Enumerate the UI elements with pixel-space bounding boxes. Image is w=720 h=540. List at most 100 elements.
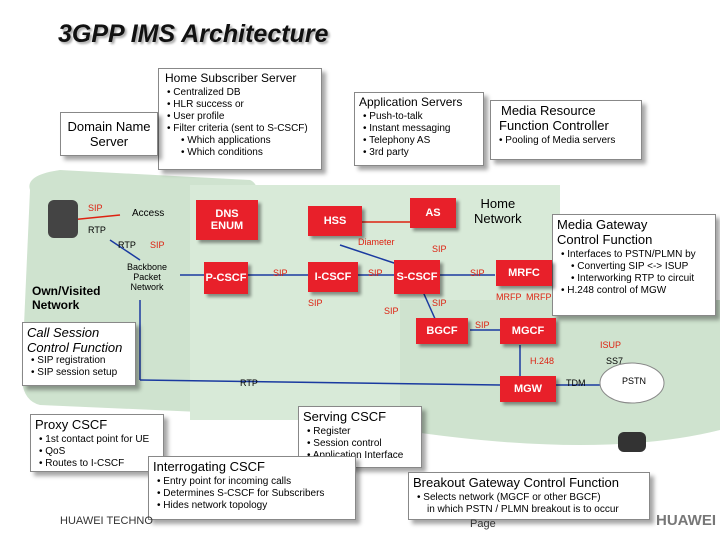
breakout-heading: Breakout Gateway Control Function (413, 475, 619, 490)
dns-enum-line-1: DNS (215, 208, 239, 220)
pstn-area (400, 300, 720, 445)
sip-label: SIP (308, 298, 323, 308)
mgcf-heading-1: Media Gateway (557, 217, 648, 232)
home-network-label: Home Network (474, 196, 522, 226)
pcscf-node: P-CSCF (204, 262, 248, 294)
mrfp-label: MRFP (496, 292, 522, 302)
serving-item: • Session control (307, 438, 382, 449)
breakout-item: • Selects network (MGCF or other BGCF) (417, 492, 601, 503)
serving-heading: Serving CSCF (303, 409, 387, 424)
proxy-item: • Routes to I-CSCF (39, 458, 125, 469)
huawei-logo: HUAWEI (656, 512, 716, 529)
dns-callout-line1: Domain Name (67, 119, 151, 134)
sip-label: SIP (273, 268, 288, 278)
telephone-icon (618, 432, 646, 452)
h248-label: H.248 (530, 356, 555, 366)
call-session-item: • SIP session setup (31, 367, 118, 378)
sip-label: SIP (475, 320, 490, 330)
rtp-label: RTP (118, 240, 136, 250)
access-label: Access (132, 208, 165, 219)
app-servers-heading: Application Servers (359, 95, 463, 109)
proxy-heading: Proxy CSCF (35, 417, 108, 432)
proxy-cscf-callout: Proxy CSCF • 1st contact point for UE • … (30, 414, 164, 472)
breakout-item: in which PSTN / PLMN breakout is to occu… (427, 504, 619, 515)
tdm-label: TDM (566, 378, 586, 388)
own-visited-line-2: Network (32, 298, 80, 312)
isup-label: ISUP (600, 340, 622, 350)
ss7-label: SS7 (606, 356, 624, 366)
serving-cscf-callout: Serving CSCF • Register • Session contro… (298, 406, 422, 468)
home-line-1: Home (480, 196, 516, 211)
own-visited-network: Own/Visited Network (32, 284, 100, 312)
proxy-item: • QoS (39, 446, 66, 457)
mgw-node: MGW (500, 376, 556, 402)
rtp-label: RTP (88, 225, 106, 235)
mgcf-heading-2: Control Function (557, 232, 653, 247)
sip-label: SIP (432, 298, 447, 308)
interrogating-item: • Hides network topology (157, 500, 268, 511)
footer-page: Page (470, 518, 496, 530)
dns-callout: Domain Name Server (60, 112, 158, 156)
sip-label: SIP (384, 306, 399, 316)
mrfc-heading-2: Function Controller (499, 118, 609, 133)
backbone-line-3: Network (130, 282, 164, 292)
app-server-item: • Telephony AS (363, 135, 431, 146)
hss-callout: Home Subscriber Server • Centralized DB … (158, 68, 322, 170)
hss-item: • Filter criteria (sent to S-CSCF) (167, 123, 308, 134)
home-line-2: Network (474, 211, 522, 226)
call-session-heading-1: Call Session (27, 325, 100, 340)
mrfp-label: MRFP (526, 292, 552, 302)
interrogating-item: • Determines S-CSCF for Subscribers (157, 488, 325, 499)
icscf-node: I-CSCF (308, 262, 358, 292)
backbone-line-2: Packet (133, 272, 161, 282)
mrfc-item: • Pooling of Media servers (499, 135, 616, 146)
sip-label: SIP (88, 203, 103, 213)
sip-label: SIP (368, 268, 383, 278)
pstn-label: PSTN (622, 376, 647, 386)
mgcf-node: MGCF (500, 318, 556, 344)
phone-icon (48, 200, 78, 238)
hss-item: • Which applications (181, 135, 271, 146)
dns-enum-node: DNS ENUM (196, 200, 258, 240)
call-session-item: • SIP registration (31, 355, 106, 366)
sip-label: SIP (150, 240, 165, 250)
hss-callout-heading: Home Subscriber Server (165, 71, 297, 85)
proxy-item: • 1st contact point for UE (39, 434, 150, 445)
mgcf-item: • Interfaces to PSTN/PLMN by (561, 249, 696, 260)
app-server-item: • 3rd party (363, 147, 409, 158)
mgcf-item: • Interworking RTP to circuit (571, 273, 695, 284)
mrfc-callout: Media Resource Function Controller • Poo… (490, 100, 642, 160)
hss-node: HSS (308, 206, 362, 236)
serving-item: • Application Interface (307, 450, 404, 461)
backbone-line-1: Backbone (126, 262, 168, 272)
bgcf-node: BGCF (416, 318, 468, 344)
footer-company: HUAWEI TECHNO (60, 515, 153, 527)
bgcf-callout: Breakout Gateway Control Function • Sele… (408, 472, 650, 520)
call-session-heading-2: Control Function (27, 340, 123, 355)
dns-callout-line2: Server (89, 134, 129, 149)
sip-label: SIP (432, 244, 447, 254)
app-servers-callout: Application Servers • Push-to-talk • Ins… (354, 92, 484, 166)
serving-item: • Register (307, 426, 351, 437)
call-session-callout: Call Session Control Function • SIP regi… (22, 322, 136, 386)
hss-item: • Centralized DB (167, 87, 241, 98)
own-visited-line-1: Own/Visited (32, 284, 101, 298)
mrfc-node: MRFC (496, 260, 552, 286)
dns-enum-line-2: ENUM (210, 220, 244, 232)
rtp-label: RTP (240, 378, 258, 388)
app-server-item: • Push-to-talk (363, 111, 423, 122)
interrogating-item: • Entry point for incoming calls (157, 476, 292, 487)
hss-item: • Which conditions (181, 147, 263, 158)
mgcf-item: • Converting SIP <-> ISUP (571, 261, 689, 272)
diameter-label: Diameter (358, 237, 395, 247)
mgcf-item: • H.248 control of MGW (561, 285, 667, 296)
backbone-network: Backbone Packet Network (118, 262, 176, 292)
mgcf-callout: Media Gateway Control Function • Interfa… (552, 214, 716, 316)
scscf-node: S-CSCF (394, 260, 440, 294)
app-server-item: • Instant messaging (363, 123, 451, 134)
hss-item: • User profile (167, 111, 225, 122)
sip-label: SIP (470, 268, 485, 278)
page-title: 3GPP IMS Architecture (58, 20, 329, 48)
hss-item: • HLR success or (167, 99, 244, 110)
interrogating-cscf-callout: Interrogating CSCF • Entry point for inc… (148, 456, 356, 520)
